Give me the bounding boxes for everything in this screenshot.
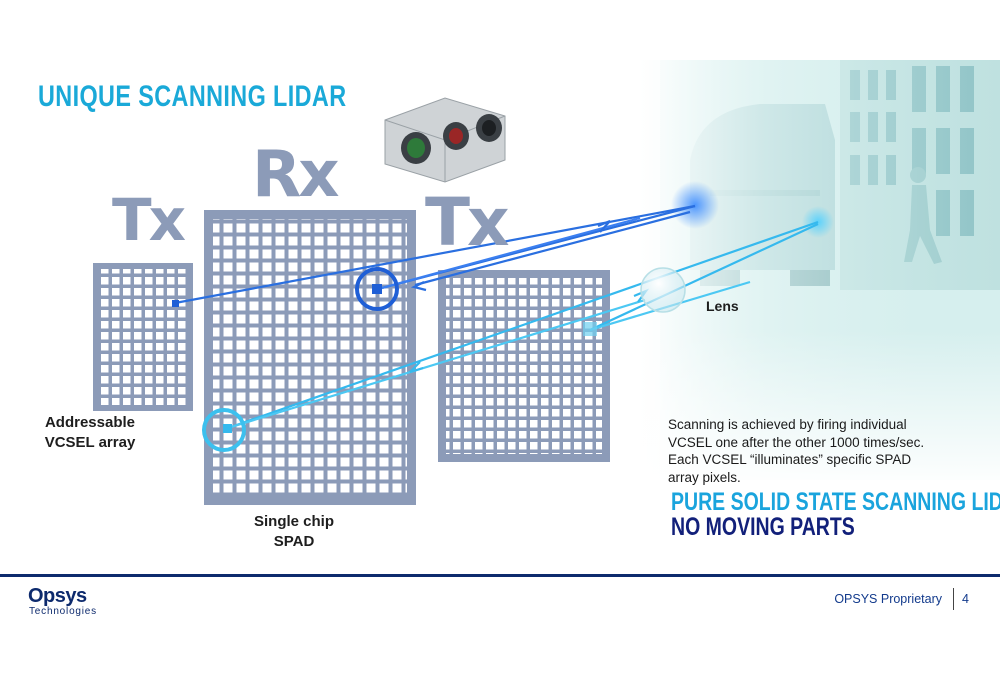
opsys-logo: Opsys Technologies xyxy=(28,586,97,618)
description-line-4: array pixels. xyxy=(668,469,741,485)
page-number: 4 xyxy=(962,592,969,606)
tagline-secondary: NO MOVING PARTS xyxy=(671,513,855,541)
lens-icon xyxy=(640,267,686,313)
vcsel-label-line-2: VCSEL array xyxy=(44,434,136,451)
spad-array xyxy=(204,210,416,505)
spad-label: Single chip SPAD xyxy=(234,512,354,552)
description-line-1: Scanning is achieved by firing individua… xyxy=(668,417,907,432)
tx-left-label: Tx xyxy=(112,186,186,254)
description-line-3: Each VCSEL “illuminates” specific SPAD xyxy=(668,452,912,467)
vcsel-pixel-highlight xyxy=(202,408,246,452)
vcsel-array-right xyxy=(438,270,610,462)
lens-label: Lens xyxy=(706,298,739,314)
logo-subtitle: Technologies xyxy=(29,606,97,617)
spad-label-line-1: Single chip xyxy=(253,513,334,530)
tx-right-label: Tx xyxy=(425,184,510,261)
vcsel-pixel-active xyxy=(172,300,179,307)
logo-wordmark: Opsys xyxy=(28,585,87,607)
van-scene-icon xyxy=(640,60,1000,490)
vcsel-array-left xyxy=(93,263,193,411)
spad-pixel-highlight xyxy=(355,267,399,311)
vcsel-array-label: Addressable VCSEL array xyxy=(30,413,150,453)
lidar-camera-module-icon xyxy=(384,97,506,183)
right-vcsel-pixel-active xyxy=(583,322,597,336)
description-line-2: VCSEL one after the other 1000 times/sec… xyxy=(668,434,925,450)
tagline-primary: PURE SOLID STATE SCANNING LIDAR xyxy=(671,488,1000,516)
spad-label-line-2: SPAD xyxy=(273,533,315,550)
vcsel-label-line-1: Addressable xyxy=(44,414,136,431)
slide-title: UNIQUE SCANNING LIDAR xyxy=(38,80,347,113)
footer-divider xyxy=(0,574,1000,577)
description: Scanning is achieved by firing individua… xyxy=(668,416,968,486)
proprietary-notice: OPSYS Proprietary xyxy=(834,592,942,606)
rx-label: Rx xyxy=(252,138,340,212)
laser-beams xyxy=(174,204,819,430)
footer-separator xyxy=(953,588,954,610)
